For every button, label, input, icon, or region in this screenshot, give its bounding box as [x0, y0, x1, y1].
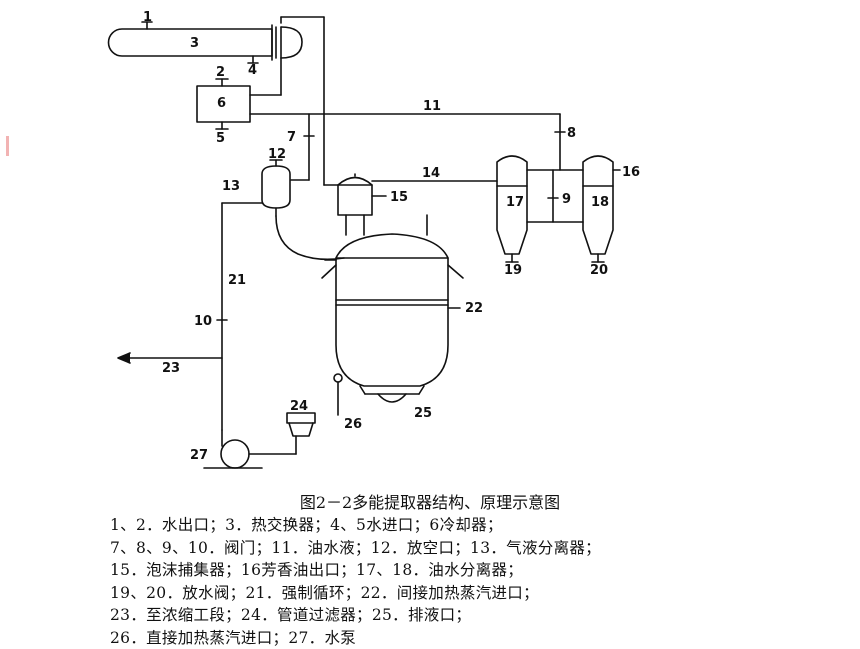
legend-line: 23．至浓缩工段；24．管道过滤器；25．排液口； [110, 604, 850, 627]
extractor-vessel [322, 234, 463, 415]
label-27: 27 [190, 448, 208, 463]
legend-line: 7、8、9、10．阀门；11．油水液；12．放空口；13．气液分离器； [110, 537, 850, 560]
label-16: 16 [622, 165, 640, 180]
diagram-labels: 1 3 4 2 6 5 11 7 8 12 13 14 15 16 17 9 1… [143, 10, 640, 463]
label-4: 4 [248, 63, 257, 78]
legend-line: 1、2．水出口；3．热交换器；4、5水进口；6冷却器； [110, 514, 850, 537]
foam-catcher [324, 174, 497, 235]
label-8: 8 [567, 126, 576, 141]
label-9: 9 [562, 192, 571, 207]
label-7: 7 [287, 130, 296, 145]
label-11: 11 [423, 99, 441, 114]
label-1: 1 [143, 10, 152, 25]
label-20: 20 [590, 263, 608, 278]
label-22: 22 [465, 301, 483, 316]
label-18: 18 [591, 195, 609, 210]
edge-mark [6, 136, 9, 156]
label-14: 14 [422, 166, 440, 181]
oil-water-line [555, 114, 565, 170]
label-6: 6 [217, 96, 226, 111]
valve-line-7 [291, 114, 314, 180]
legend-line: 26．直接加热蒸汽进口；27．水泵 [110, 627, 850, 649]
circulation-loop [118, 203, 296, 468]
label-2: 2 [216, 65, 225, 80]
gas-liquid-separator [262, 160, 344, 259]
legend: 1、2．水出口；3．热交换器；4、5水进口；6冷却器； 7、8、9、10．阀门；… [110, 514, 850, 649]
label-13: 13 [222, 179, 240, 194]
label-17: 17 [506, 195, 524, 210]
legend-line: 19、20．放水阀；21．强制循环；22．间接加热蒸汽进口； [110, 582, 850, 605]
pipe-filter [287, 413, 315, 436]
cooler [197, 79, 560, 129]
label-10: 10 [194, 314, 212, 329]
label-25: 25 [414, 406, 432, 421]
legend-line: 15．泡沫捕集器；16芳香油出口；17、18．油水分离器； [110, 559, 850, 582]
label-15: 15 [390, 190, 408, 205]
label-5: 5 [216, 131, 225, 146]
figure-caption: 图2－2多能提取器结构、原理示意图 [0, 489, 860, 513]
label-26: 26 [344, 417, 362, 432]
label-12: 12 [268, 147, 286, 162]
label-3: 3 [190, 36, 199, 51]
label-23: 23 [162, 361, 180, 376]
label-24: 24 [290, 399, 308, 414]
label-21: 21 [228, 273, 246, 288]
label-19: 19 [504, 263, 522, 278]
